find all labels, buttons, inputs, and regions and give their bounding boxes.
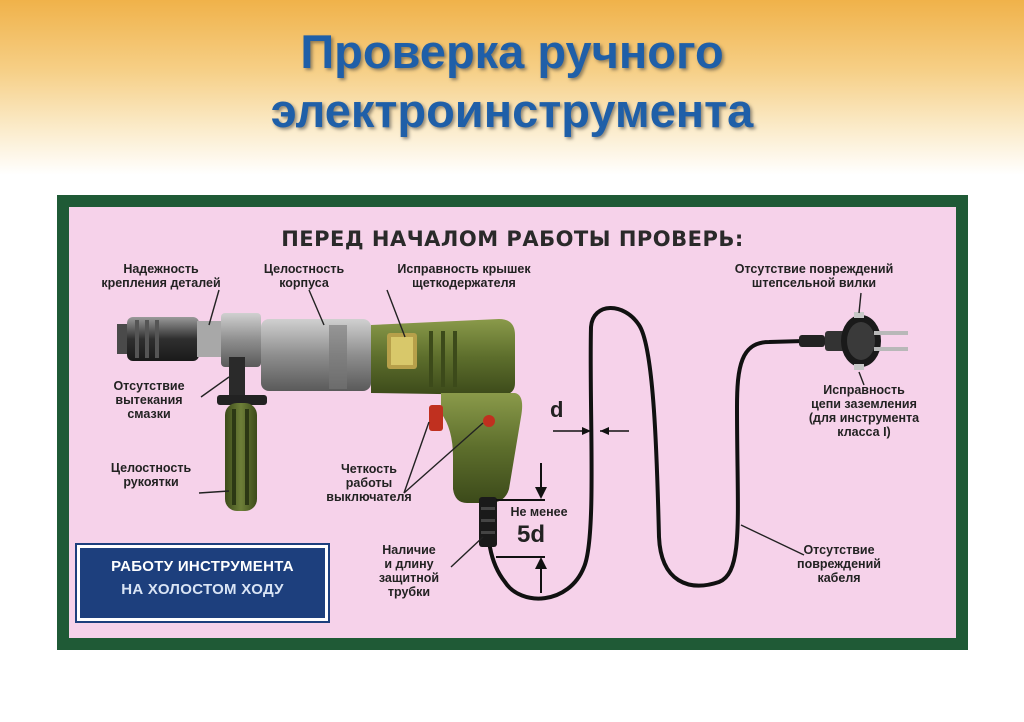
label-cable: Отсутствие повреждений кабеля bbox=[797, 543, 881, 585]
label-grounding: Исправность цепи заземления (для инструм… bbox=[808, 383, 920, 439]
label-switch: Четкость работы выключателя bbox=[326, 462, 412, 504]
diameter-marker bbox=[553, 427, 629, 435]
label-plug: Отсутствие повреждений штепсельной вилки bbox=[734, 262, 894, 290]
slide-title-line-2: электроинструмента bbox=[270, 84, 754, 137]
label-min: Не менее bbox=[510, 505, 568, 519]
poster-panel: ПЕРЕД НАЧАЛОМ РАБОТЫ ПРОВЕРЬ: Надежность… bbox=[69, 207, 956, 638]
label-housing: Целостность корпуса bbox=[263, 262, 345, 290]
power-cable bbox=[485, 306, 805, 601]
mark-5d: 5d bbox=[517, 521, 546, 548]
chuck-icon bbox=[117, 317, 225, 361]
slide-title-line-1: Проверка ручного bbox=[300, 25, 724, 78]
mark-d: d bbox=[550, 397, 564, 422]
side-handle-icon bbox=[217, 357, 267, 511]
label-lubricant: Отсутствие вытекания смазки bbox=[113, 379, 185, 421]
pistol-grip-icon bbox=[429, 393, 523, 547]
drill-illustration bbox=[117, 289, 908, 601]
label-brush-caps: Исправность крышек щеткодержателя bbox=[397, 262, 531, 290]
plug-icon bbox=[799, 312, 908, 370]
length-marker bbox=[496, 463, 547, 593]
label-fastening: Надежность крепления деталей bbox=[101, 262, 221, 290]
slide-title: Проверка ручного электроинструмента bbox=[0, 22, 1024, 140]
idle-run-badge: РАБОТУ ИНСТРУМЕНТА НА ХОЛОСТОМ ХОДУ bbox=[77, 545, 328, 621]
leader-lines bbox=[198, 289, 865, 568]
label-handle: Целостность рукоятки bbox=[110, 461, 192, 489]
badge-line-1: РАБОТУ ИНСТРУМЕНТА bbox=[111, 558, 294, 575]
gear-housing-icon bbox=[221, 313, 371, 391]
motor-body-icon bbox=[371, 319, 515, 395]
label-tube: Наличие и длину защитной трубки bbox=[378, 543, 440, 599]
badge-line-2: НА ХОЛОСТОМ ХОДУ bbox=[121, 581, 284, 598]
safety-poster: ПЕРЕД НАЧАЛОМ РАБОТЫ ПРОВЕРЬ: Надежность… bbox=[57, 195, 968, 650]
poster-heading: ПЕРЕД НАЧАЛОМ РАБОТЫ ПРОВЕРЬ: bbox=[281, 227, 744, 251]
